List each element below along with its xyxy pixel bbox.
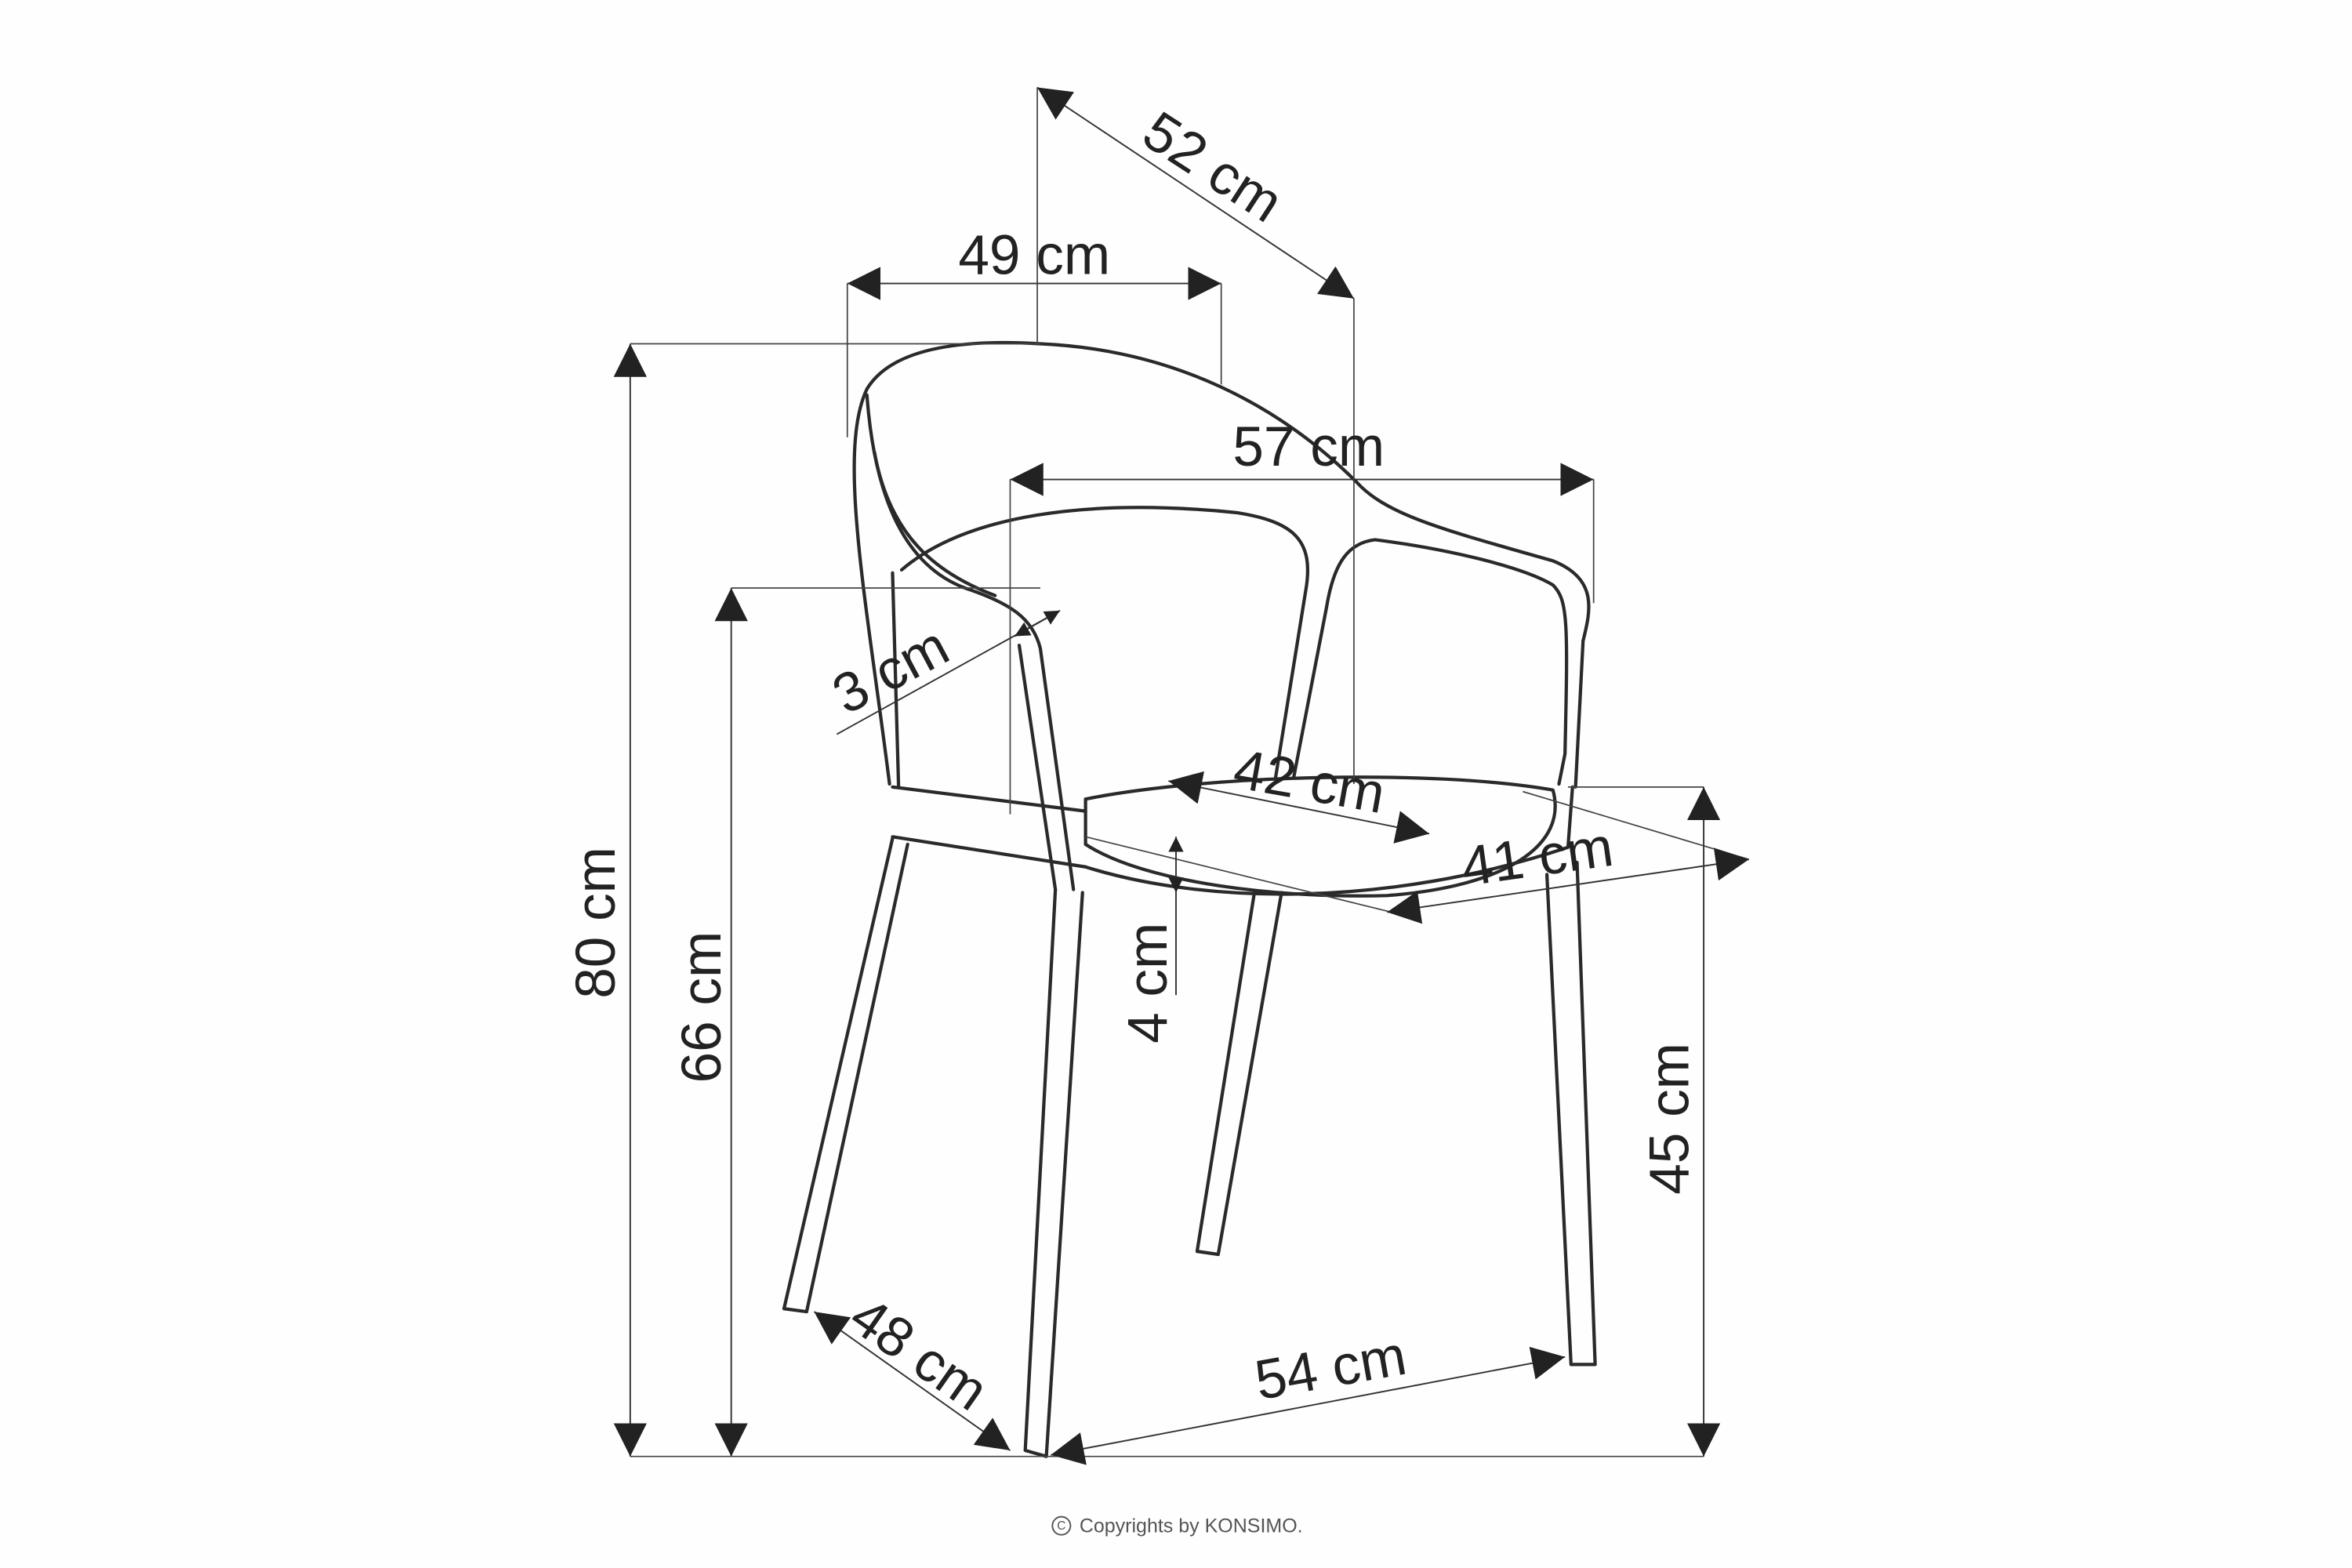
copyright-text: Copyrights by KONSIMO.: [1080, 1515, 1303, 1537]
chair-outline: [782, 340, 1597, 1458]
dim-52-line: [1036, 86, 1355, 299]
backrest-outer: [852, 340, 1591, 789]
label-seat-thickness: 4 cm: [1117, 923, 1179, 1044]
backrest-inner-right: [1291, 538, 1569, 786]
dimension-lines: [613, 86, 1749, 1465]
left-back-post: [891, 571, 901, 789]
label-armrest-thickness: 3 cm: [823, 615, 959, 726]
label-overall-height: 80 cm: [565, 847, 627, 999]
label-overall-width: 57 cm: [1232, 416, 1385, 478]
backrest-inner-left: [899, 506, 1310, 780]
label-seat-height: 45 cm: [1639, 1043, 1700, 1195]
seat-side: [891, 785, 1087, 869]
copyright: C Copyrights by KONSIMO.: [1051, 1515, 1303, 1537]
label-seat-depth: 41 cm: [1457, 816, 1617, 898]
dim-48-line: [813, 1311, 1011, 1451]
copyright-c-glyph: C: [1057, 1519, 1065, 1533]
label-base-width: 54 cm: [1250, 1325, 1411, 1412]
dim-3-line: [1014, 610, 1061, 637]
dimension-labels: 52 cm 49 cm 57 cm 80 cm 66 cm 3 cm 42 cm…: [565, 100, 1700, 1422]
label-depth-diagonal: 52 cm: [1132, 100, 1294, 234]
label-backrest-width: 49 cm: [958, 225, 1110, 287]
label-base-depth: 48 cm: [839, 1285, 999, 1423]
copyright-icon: [1051, 1515, 1072, 1536]
label-armrest-height: 66 cm: [671, 931, 733, 1083]
dim-42-line: [1168, 771, 1430, 844]
back-left-leg: [782, 837, 909, 1314]
left-armrest-inner: [873, 450, 997, 597]
back-right-leg: [1195, 891, 1283, 1257]
label-seat-width: 42 cm: [1229, 739, 1390, 826]
front-left-leg: [1023, 887, 1084, 1458]
front-right-leg: [1544, 860, 1597, 1367]
left-arm-post: [1017, 643, 1058, 891]
dim-54-line: [1051, 1346, 1566, 1465]
